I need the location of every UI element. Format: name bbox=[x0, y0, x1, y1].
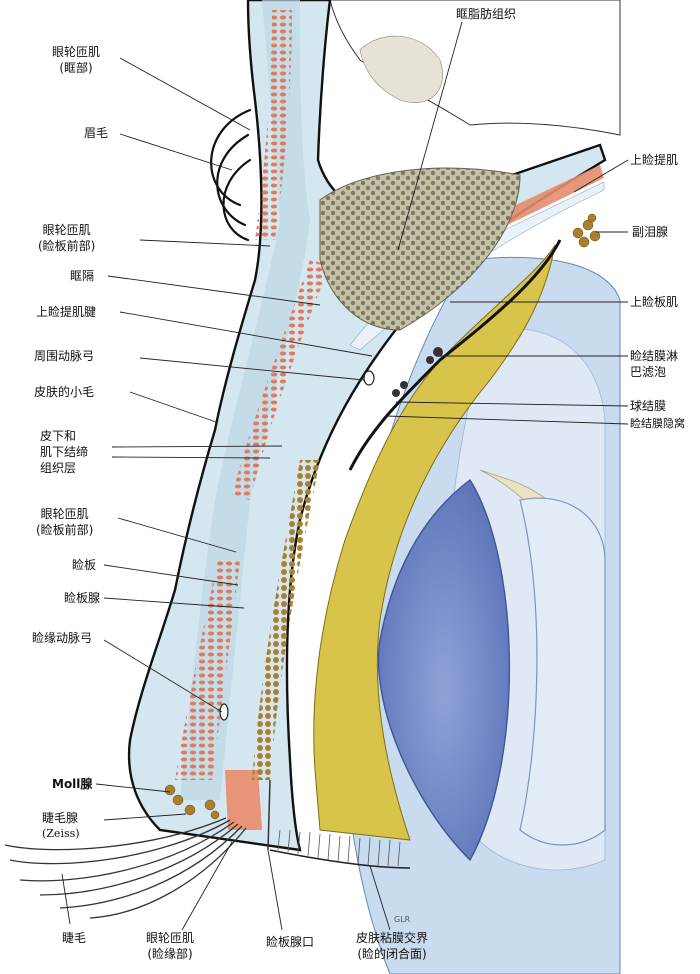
leader-lines bbox=[61, 21, 629, 931]
orbicularis-marginal-part bbox=[225, 770, 262, 830]
orbital-bone bbox=[329, 0, 621, 136]
label-eyebrow: 眉毛 bbox=[84, 126, 109, 140]
label-orbicularis-orbital: 眼轮匝肌 (眶部) bbox=[52, 44, 100, 76]
label-subcutaneous: 皮下和 肌下结缔 组织层 bbox=[40, 428, 88, 476]
label-superior-tarsal: 上睑板肌 bbox=[630, 295, 679, 309]
label-vellus-hair: 皮肤的小毛 bbox=[34, 385, 95, 399]
label-text: 眼轮匝肌 bbox=[42, 223, 91, 237]
label-subtext: (睑板前部) bbox=[36, 523, 94, 537]
label-text: 睫毛腺 bbox=[42, 811, 79, 825]
label-conj-lymph: 睑结膜淋 巴滤泡 bbox=[630, 348, 678, 380]
label-tarsal-orifice: 睑板腺口 bbox=[266, 935, 315, 949]
meibomian-gland-column bbox=[252, 460, 320, 780]
moll-zeiss-glands bbox=[164, 784, 220, 820]
artist-signature: GLR bbox=[394, 915, 411, 924]
label-zeiss-gland: 睫毛腺 (Zeiss) bbox=[42, 810, 80, 842]
label-levator-muscle: 上睑提肌 bbox=[630, 153, 679, 167]
label-eyelash: 睫毛 bbox=[62, 931, 87, 945]
peripheral-arcade-vessel bbox=[363, 370, 375, 386]
label-text: 眼轮匝肌 bbox=[52, 45, 101, 59]
label-bulbar-conjunctiva: 球结膜 bbox=[630, 399, 667, 413]
label-levator-tendon: 上睑提肌腱 bbox=[36, 305, 97, 319]
lens bbox=[377, 478, 511, 862]
label-line-2: (睑的闭合面) bbox=[357, 947, 427, 961]
label-conj-fornix: 睑结膜隐窝 bbox=[630, 417, 685, 430]
label-orbital-fat: 眶脂肪组织 bbox=[456, 7, 517, 21]
palpebral-conjunctiva bbox=[348, 239, 562, 471]
label-tarsal-gland: 睑板腺 bbox=[64, 591, 101, 605]
label-line-1: 睑结膜淋 bbox=[630, 349, 679, 363]
label-line-1: 皮肤粘膜交界 bbox=[356, 931, 429, 945]
label-orbicularis-pretarsal: 眼轮匝肌 (睑板前部) bbox=[38, 222, 95, 254]
label-text: 眼轮匝肌 bbox=[40, 507, 89, 521]
eyebrow-hairs bbox=[210, 108, 252, 242]
label-line-1: 皮下和 bbox=[40, 429, 77, 443]
conjunctival-lymph-follicles bbox=[392, 347, 443, 397]
label-orbicularis-marginal: 眼轮匝肌 (睑缘部) bbox=[146, 930, 194, 962]
bone-texture bbox=[359, 35, 443, 103]
label-peripheral-arcade: 周围动脉弓 bbox=[34, 349, 95, 363]
label-subtext: (Zeiss) bbox=[42, 827, 80, 840]
lid-margin-surface bbox=[269, 849, 411, 869]
meibomian-duct bbox=[267, 779, 271, 851]
orbital-fat-pad bbox=[319, 167, 521, 331]
label-orbital-septum: 眶隔 bbox=[70, 269, 95, 283]
label-accessory-lacrimal: 副泪腺 bbox=[632, 225, 669, 239]
label-mucocutaneous-junction: 皮肤粘膜交界 (睑的闭合面) bbox=[356, 930, 428, 962]
accessory-lacrimal-glands bbox=[572, 213, 601, 248]
marginal-arcade-vessel bbox=[219, 703, 229, 721]
label-subtext: (睑板前部) bbox=[38, 239, 96, 253]
label-orbicularis-pretarsal-2: 眼轮匝肌 (睑板前部) bbox=[36, 506, 93, 538]
label-marginal-arcade: 睑缘动脉弓 bbox=[32, 631, 93, 645]
label-line-2: 巴滤泡 bbox=[630, 365, 667, 379]
orbicularis-pretarsal-upper bbox=[232, 260, 330, 500]
label-moll-gland: Moll腺 bbox=[52, 777, 93, 791]
orbicularis-orbital-part bbox=[255, 10, 292, 240]
label-subtext: (睑缘部) bbox=[147, 947, 193, 961]
lid-margin-striations bbox=[277, 829, 401, 867]
label-subtext: (眶部) bbox=[59, 61, 93, 75]
vitreous-body bbox=[519, 497, 606, 846]
label-line-3: 组织层 bbox=[40, 461, 77, 475]
label-text: 眼轮匝肌 bbox=[146, 931, 195, 945]
orbicularis-pretarsal-lower bbox=[175, 560, 240, 780]
label-line-2: 肌下结缔 bbox=[40, 445, 89, 459]
label-tarsus: 睑板 bbox=[72, 558, 97, 572]
